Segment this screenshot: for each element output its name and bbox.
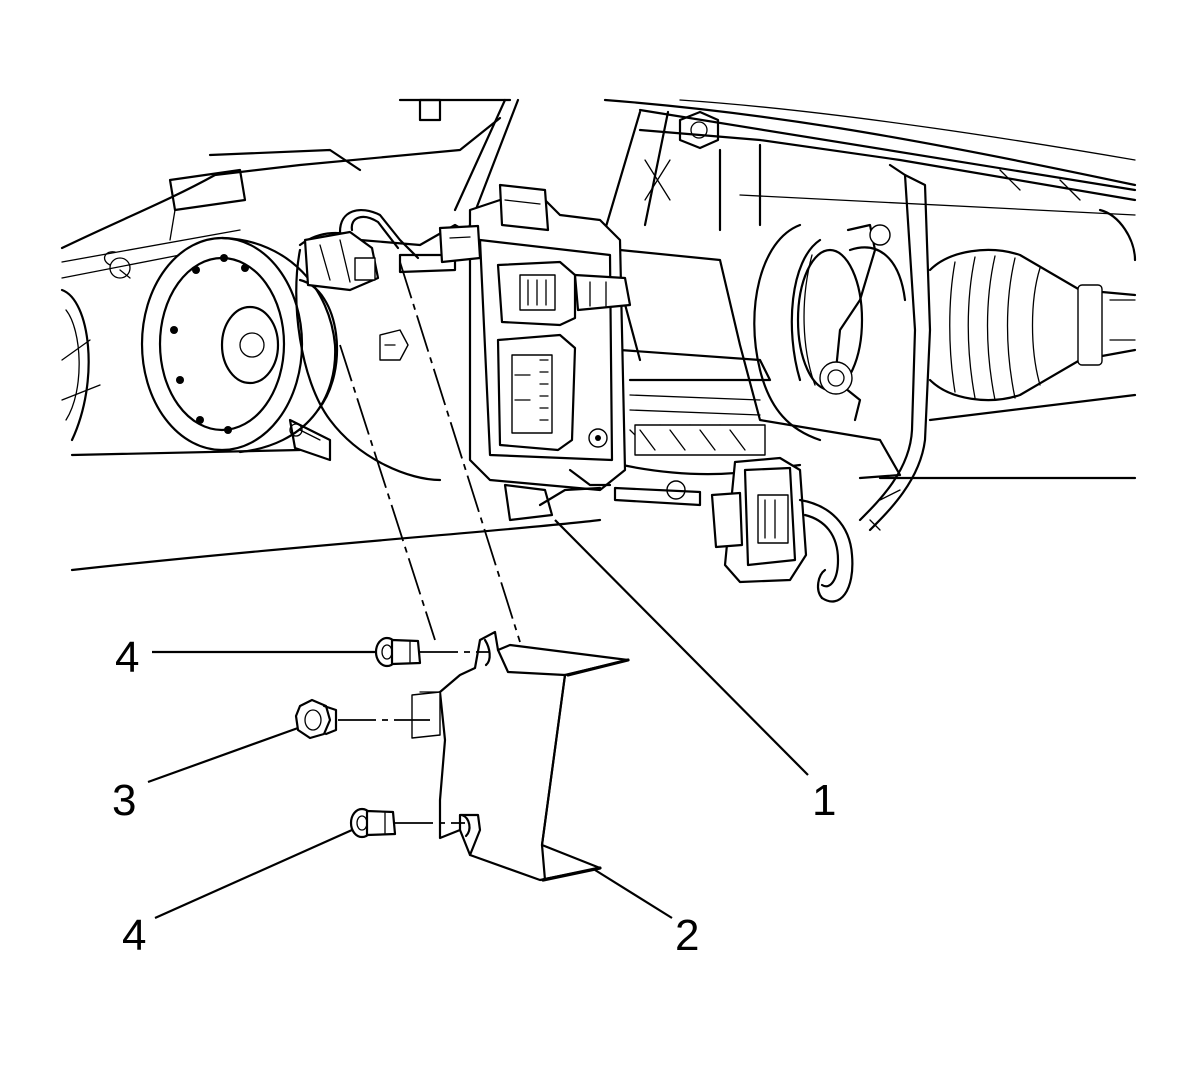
callout-4-upper: 4 (115, 633, 139, 682)
fastener-alignment-lines (338, 651, 490, 824)
leader-line-2 (594, 869, 673, 919)
alignment-phantom-lines (339, 261, 521, 643)
drive-unit-housing (288, 98, 902, 507)
bolt-upper (374, 636, 422, 668)
harness-connector-left (303, 208, 420, 292)
underbody-structure (60, 98, 1137, 572)
harness-connector-right (710, 456, 854, 603)
nut (294, 698, 338, 740)
callout-4-lower: 4 (122, 911, 146, 960)
callout-3: 3 (112, 776, 136, 825)
leader-lines (147, 519, 809, 920)
callout-1: 1 (812, 776, 836, 825)
leader-line-3 (147, 726, 299, 784)
bolt-lower (349, 807, 397, 839)
right-axle-cv-boot (753, 163, 1137, 532)
leader-line-1 (554, 519, 809, 776)
callout-labels: 1 2 3 4 4 (112, 633, 836, 960)
callout-2: 2 (675, 911, 699, 960)
leader-line-4-lower (154, 828, 353, 920)
shield-bracket (411, 630, 630, 882)
control-module (438, 183, 632, 522)
